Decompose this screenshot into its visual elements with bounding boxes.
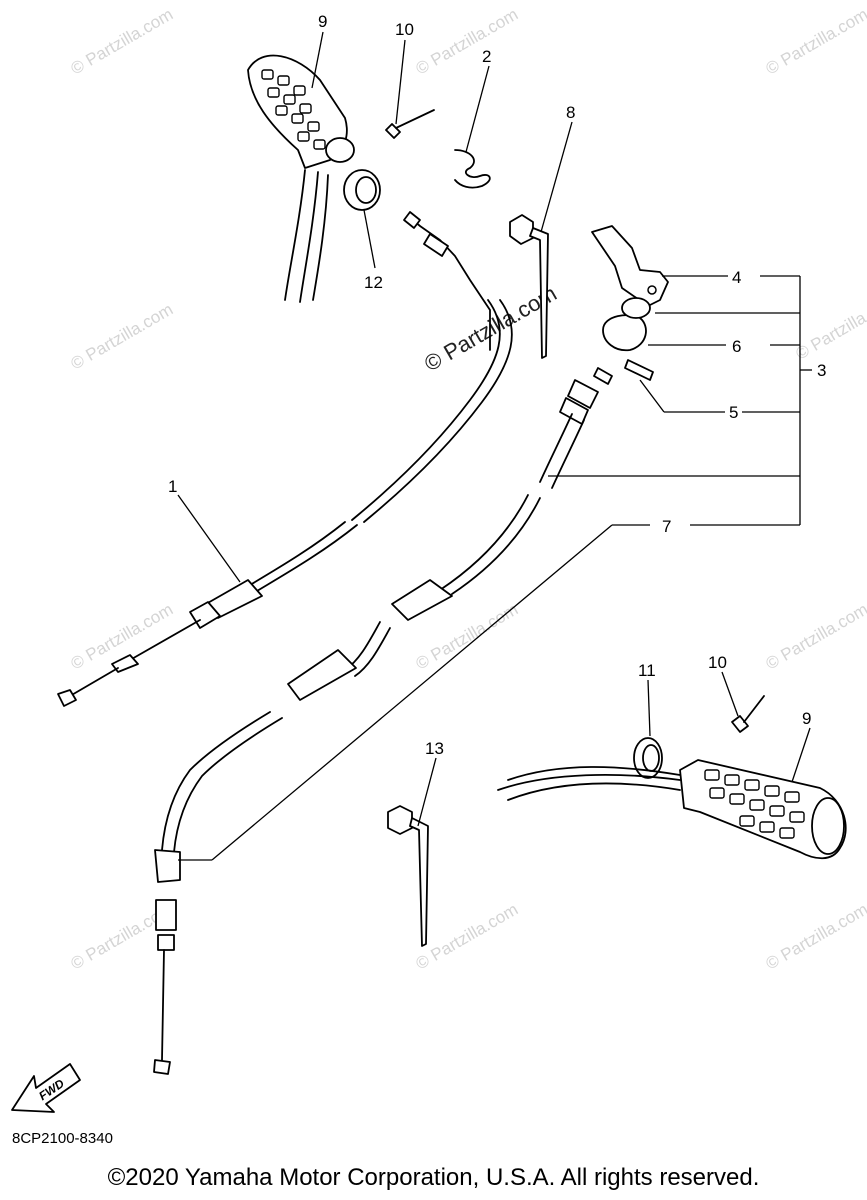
watermark: © Partzilla.com <box>763 5 867 79</box>
callout-3: 3 <box>817 361 826 380</box>
watermark: © Partzilla.com <box>793 290 867 364</box>
callout-2: 2 <box>482 47 491 66</box>
watermark: © Partzilla.com <box>413 900 522 974</box>
callout-8: 8 <box>566 103 575 122</box>
watermark: © Partzilla.com <box>413 600 522 674</box>
watermark: © Partzilla.com <box>763 600 867 674</box>
watermark: © Partzilla.com <box>763 900 867 974</box>
grip-left <box>247 54 355 303</box>
bracket <box>591 225 669 307</box>
callout-11: 11 <box>638 661 656 680</box>
collar-right <box>633 737 663 779</box>
cable-1 <box>57 211 513 707</box>
callout-13: 13 <box>425 739 444 758</box>
wire-clip <box>454 149 491 189</box>
cable-tie-lower <box>387 805 429 947</box>
small-pin <box>624 359 654 381</box>
leader-lines <box>177 31 812 861</box>
diagram-reference-code: 8CP2100-8340 <box>12 1130 113 1147</box>
copyright-notice: ©2020 Yamaha Motor Corporation, U.S.A. A… <box>107 1164 760 1191</box>
watermark: © Partzilla.com <box>68 300 177 374</box>
fwd-arrow-icon: FWD <box>11 1063 81 1113</box>
callout-9-bottom: 9 <box>802 709 811 728</box>
callout-7: 7 <box>662 517 671 536</box>
pin-right <box>731 695 765 733</box>
callout-9-top: 9 <box>318 12 327 31</box>
callout-10-bottom: 10 <box>708 653 727 672</box>
watermark: © Partzilla.com <box>68 5 177 79</box>
callout-1: 1 <box>168 477 177 496</box>
pin-top <box>385 109 435 139</box>
callout-10-top: 10 <box>395 20 414 39</box>
nut <box>602 314 647 352</box>
grip-right <box>497 759 847 860</box>
callout-12: 12 <box>364 273 383 292</box>
callouts: 9 10 2 8 12 4 6 3 5 1 7 11 10 9 13 <box>168 12 826 758</box>
callout-4: 4 <box>732 268 741 287</box>
cable-tie-upper <box>509 214 549 359</box>
watermark: © Partzilla.com <box>413 5 522 79</box>
washer <box>621 297 651 319</box>
cable-7 <box>153 367 613 1075</box>
collar <box>343 169 381 211</box>
callout-5: 5 <box>729 403 738 422</box>
callout-6: 6 <box>732 337 741 356</box>
